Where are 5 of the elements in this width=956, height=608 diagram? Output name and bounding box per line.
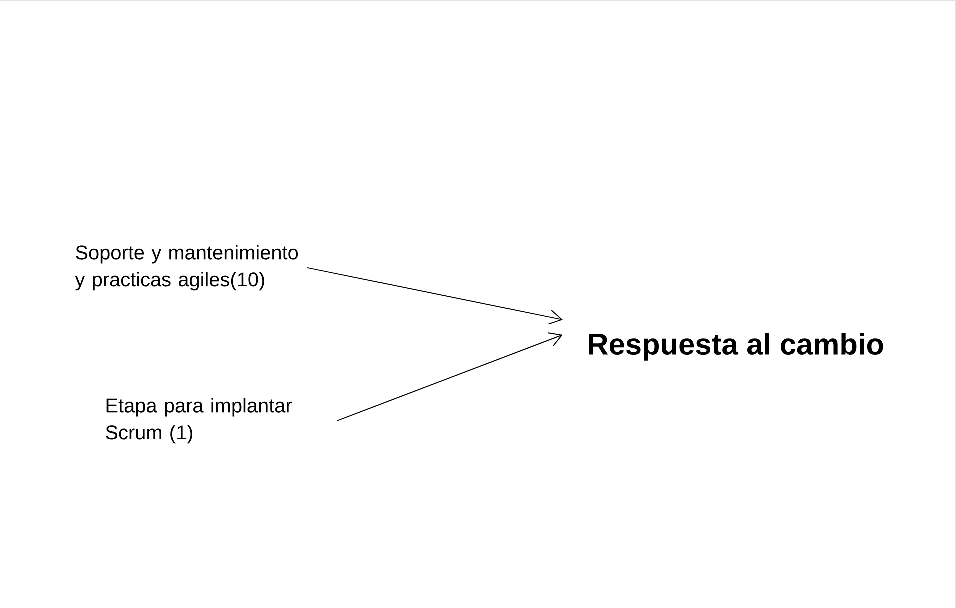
arrow <box>336 332 563 422</box>
node-text: Etapa para implantar Scrum (1) <box>106 398 292 444</box>
arrow <box>306 267 563 325</box>
heading-text: Respuesta al cambio <box>589 333 884 361</box>
node-text: Soporte y mantenimiento y practicas agiles(10) <box>75 245 298 291</box>
